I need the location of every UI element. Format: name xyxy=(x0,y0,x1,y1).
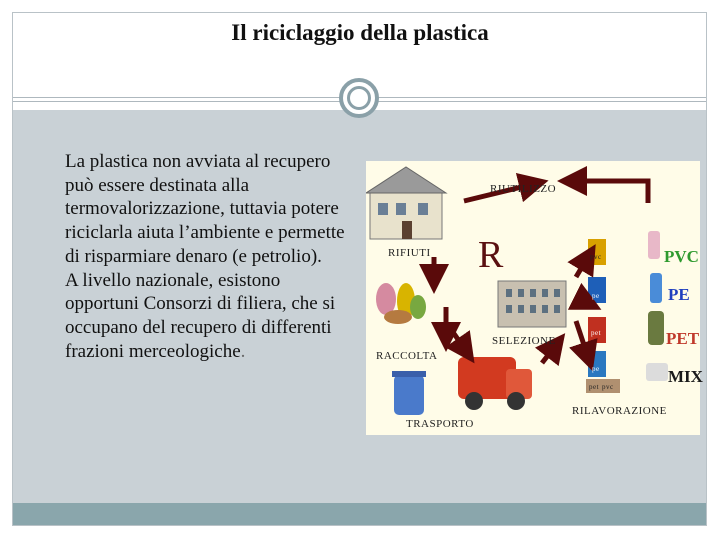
plastic-pvc: PVC xyxy=(664,247,699,266)
bin-tag-pvc-2: pvc xyxy=(602,383,614,391)
body-text: La plastica non avviata al recupero può … xyxy=(65,150,355,363)
diagram-graphics xyxy=(366,166,668,415)
slide-title: Il riciclaggio della plastica xyxy=(231,20,489,45)
truck-icon xyxy=(458,357,532,410)
bin-tag-pet: pet xyxy=(591,329,602,337)
paragraph-2: A livello nazionale, esistono opportuni … xyxy=(65,269,355,364)
plastic-products-icon xyxy=(646,231,668,381)
recycling-diagram: RIUTILIZZO RIFIUTI R RACCOLTA SELEZIONE … xyxy=(366,161,703,435)
label-rilavorazione: RILAVORAZIONE xyxy=(572,405,667,417)
label-riutilizzo: RIUTILIZZO xyxy=(490,183,557,195)
circle-ornament-icon xyxy=(339,78,379,118)
paragraph-2-period: . xyxy=(240,340,246,362)
bin-tag-pe-2: pe xyxy=(592,365,600,373)
footer-band xyxy=(13,503,706,525)
label-trasporto: TRASPORTO xyxy=(406,418,474,430)
bin-tag-pvc: pvc xyxy=(590,253,602,261)
label-raccolta: RACCOLTA xyxy=(376,350,438,362)
paragraph-2-text: A livello nazionale, esistono opportuni … xyxy=(65,269,336,362)
plastic-pet: PET xyxy=(666,329,700,348)
arrow-to-riutilizzo xyxy=(463,172,549,204)
plastic-mix: MIX xyxy=(668,367,703,386)
paragraph-1: La plastica non avviata al recupero può … xyxy=(65,151,345,267)
label-r: R xyxy=(478,234,504,276)
arrow-to-pvc xyxy=(567,244,596,279)
arrow-trasporto-selezione xyxy=(534,333,566,367)
waste-bags-icon xyxy=(376,283,426,324)
collection-bin-icon xyxy=(392,371,426,415)
factory-icon xyxy=(497,280,567,328)
slide-frame xyxy=(12,12,707,526)
bin-tag-pe: pe xyxy=(592,292,600,300)
label-rifiuti: RIFIUTI xyxy=(388,247,431,259)
arrow-reuse-loop xyxy=(557,166,651,203)
arrow-raccolta-trasporto xyxy=(445,323,475,364)
plastic-pe: PE xyxy=(668,285,690,304)
bin-tag-pet-2: pet xyxy=(589,383,600,391)
arrow-to-pe xyxy=(567,282,602,310)
arrow-to-pet xyxy=(569,320,598,372)
label-selezione: SELEZIONE xyxy=(492,335,556,347)
house-icon xyxy=(366,166,448,240)
